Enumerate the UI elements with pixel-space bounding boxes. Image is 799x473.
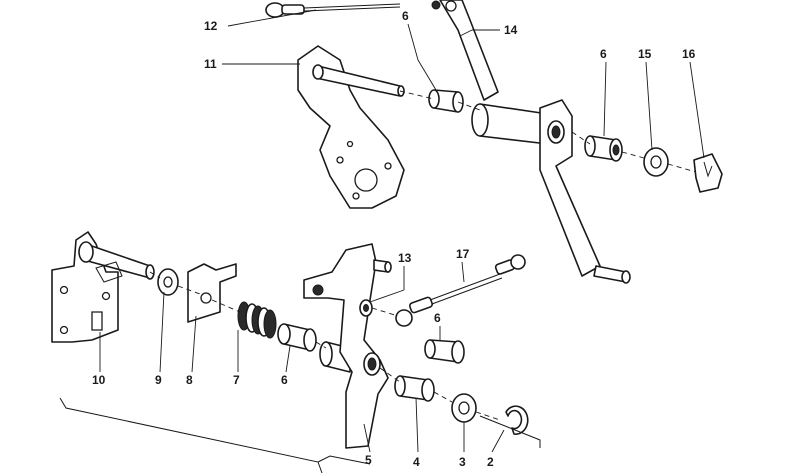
callouts: 12 6 14 11 6 15 16 13 17 6 10 9 8 7 6 5 … (92, 9, 696, 469)
part-10-bracket (51, 231, 155, 343)
callout-2: 2 (487, 455, 494, 469)
callout-15: 15 (638, 47, 652, 61)
part-2-circlip (505, 405, 529, 435)
callout-4: 4 (413, 455, 420, 469)
part-16-clip (693, 153, 723, 193)
part-14-lever (431, 0, 499, 101)
callout-11: 11 (204, 57, 217, 71)
part-9-washer (157, 268, 179, 296)
callout-3: 3 (459, 455, 466, 469)
part-6-bushing-left (277, 323, 317, 352)
part-7-spring (237, 301, 277, 339)
part-5-lever (303, 243, 392, 449)
part-3-washer (451, 393, 477, 423)
part-6-bushing-right-bottom (424, 339, 465, 364)
callout-10: 10 (92, 373, 106, 387)
part-8-plate (187, 263, 237, 323)
shaft-tube (471, 103, 549, 145)
part-17-rod (395, 254, 526, 327)
callout-6-mid: 6 (434, 311, 441, 325)
part-6-bushing-right (584, 135, 623, 162)
callout-9: 9 (155, 373, 162, 387)
callout-17: 17 (456, 247, 470, 261)
part-15-washer (643, 147, 669, 177)
part-12-rod (265, 2, 401, 18)
right-lever-arm (539, 99, 631, 284)
callout-6-bottom: 6 (281, 373, 288, 387)
base-outline (59, 397, 541, 473)
callout-6-top: 6 (402, 9, 409, 23)
callout-16: 16 (682, 47, 696, 61)
callout-14: 14 (504, 23, 518, 37)
callout-7: 7 (233, 373, 240, 387)
part-11-bracket (297, 45, 405, 209)
callout-12: 12 (204, 19, 218, 33)
part-4-bushing (394, 375, 435, 402)
part-6-bushing-top (428, 89, 464, 113)
callout-6-right: 6 (600, 47, 607, 61)
callout-5: 5 (365, 453, 372, 467)
leader-lines (99, 9, 705, 453)
callout-13: 13 (398, 251, 412, 265)
callout-8: 8 (186, 373, 193, 387)
